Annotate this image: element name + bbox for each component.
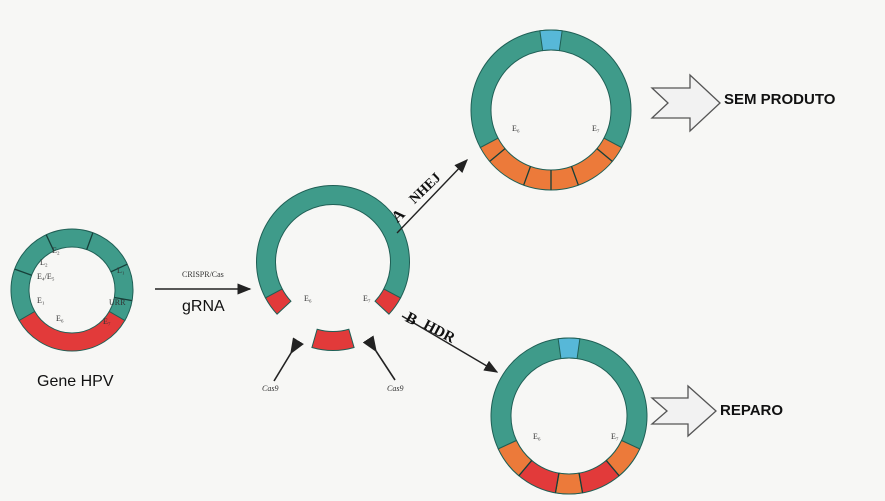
resb-blue-hint — [558, 338, 580, 359]
cut-teal-backbone — [257, 186, 410, 298]
gene-label-e4e5: E₄/E₅ — [37, 272, 55, 281]
gene-hpv-caption: Gene HPV — [37, 373, 113, 391]
cut-label-e7: E₇ — [363, 294, 371, 303]
hpv-gene-plasmid — [11, 229, 133, 351]
resa-blue-hint — [540, 30, 562, 51]
cut-plasmid — [257, 186, 410, 315]
cas9-right-arrow — [376, 351, 395, 380]
gene-label-e6: E₆ — [56, 314, 64, 323]
cas9-left-label: Cas9 — [262, 384, 278, 393]
excised-fragment — [312, 329, 354, 350]
result-b-label-e7: E₇ — [611, 432, 619, 441]
result-a-label-e7: E₇ — [592, 124, 600, 133]
crispr-cas-label: CRISPR/Cas — [182, 270, 224, 279]
gene-label-l2: L₂ — [40, 258, 48, 267]
cas9-left-arrow — [274, 353, 291, 381]
outcome-no-product-text: SEM PRODUTO — [724, 91, 835, 108]
gene-label-e1: E₁ — [37, 296, 45, 305]
gene-label-e7: E₇ — [103, 317, 111, 326]
grna-label: gRNA — [182, 298, 225, 316]
outcome-arrow-repair — [652, 386, 716, 436]
resb-orange-center — [555, 473, 582, 494]
result-b-label-e6: E₆ — [533, 432, 541, 441]
hdr-result-plasmid — [491, 338, 647, 494]
gene-label-l1: L₁ — [117, 266, 125, 275]
nhej-result-plasmid — [471, 30, 631, 190]
cas9-right-label: Cas9 — [387, 384, 403, 393]
excised-red-fragment — [312, 329, 354, 350]
outcome-repair-text: REPARO — [720, 402, 783, 419]
cut-label-e6: E₆ — [304, 294, 312, 303]
result-a-label-e6: E₆ — [512, 124, 520, 133]
gene-label-e2: E₂ — [52, 246, 60, 255]
outcome-arrow-no-product — [652, 75, 720, 131]
gene-label-urr: URR — [109, 298, 125, 307]
